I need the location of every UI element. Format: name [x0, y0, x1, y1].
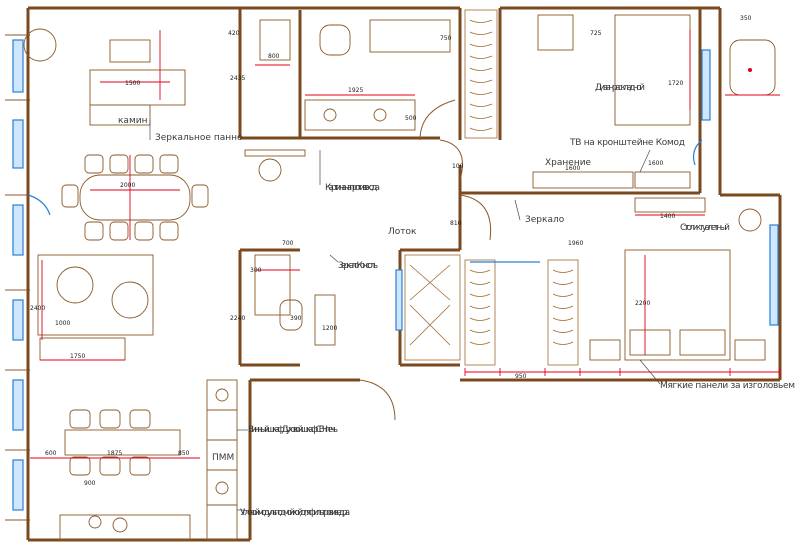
dim-800: 800: [268, 53, 280, 60]
mid-wardrobes: [404, 254, 579, 366]
dim-390: 390: [290, 315, 302, 322]
dim-1750: 1750: [70, 353, 85, 360]
dim-1000: 1000: [55, 320, 70, 327]
label-storage: Хранение: [545, 158, 592, 168]
leader-tv: [639, 149, 651, 173]
label-dishwasher: ПММ: [212, 453, 234, 463]
walls: [26, 6, 782, 542]
bedroom-dim-line: [464, 368, 781, 376]
dining-table: [61, 154, 209, 241]
label-mirror-panel-1: Зеркальное панно: [155, 133, 243, 143]
door-arc-bath: [419, 99, 456, 141]
label-corner-module: Угловой модуль под мойкой для фильтров и…: [240, 508, 350, 518]
label-fireplace: камин: [118, 116, 148, 126]
lounge-area: [37, 254, 154, 361]
hall-toilet: [254, 254, 336, 346]
balcony-door-left: [27, 194, 51, 216]
dim-300: 300: [250, 267, 262, 274]
label-soft-panels: Мягкие панели за изголовьем: [660, 381, 795, 391]
door-arc-top: [439, 139, 463, 181]
bedroom-bed: [589, 197, 766, 361]
tv-chest: [634, 171, 691, 189]
dim-2435: 2435: [230, 75, 245, 82]
right-window-top: [701, 49, 711, 121]
door-right-top: [692, 139, 703, 166]
leader-console: [329, 254, 339, 263]
armchair-top-right: [725, 39, 780, 96]
dim-2000: 2000: [120, 182, 135, 189]
dim-420: 420: [228, 30, 240, 37]
label-oven: Винный шкаф Духовой шкаф СВЧ печь: [248, 425, 338, 435]
dim-1875: 1875: [107, 450, 122, 457]
leader-soft-panels: [639, 359, 661, 385]
dim-1960: 1960: [568, 240, 583, 247]
bathroom: [255, 19, 451, 131]
left-windows: [5, 34, 30, 521]
sofa-bed: [537, 14, 691, 126]
label-picture: Картина напротив входа: [325, 183, 380, 193]
corridor-wardrobe: [464, 9, 498, 139]
label-dressing-table: Столик туалетный: [680, 223, 730, 233]
dim-350: 350: [740, 15, 752, 22]
right-window-bedroom: [769, 224, 779, 326]
label-mirror-console: Зеркало Консоль: [338, 261, 378, 271]
dim-1600b: 1600: [648, 160, 663, 167]
dim-725: 725: [590, 30, 602, 37]
dim-900: 900: [84, 480, 96, 487]
dim-850: 850: [178, 450, 190, 457]
leader-mirror: [514, 199, 521, 221]
dim-810: 810: [450, 220, 462, 227]
storage-unit: [532, 171, 634, 189]
dim-600: 600: [45, 450, 57, 457]
label-tv-bracket: ТВ на кронштейне Комод: [569, 138, 685, 148]
dim-700: 700: [282, 240, 294, 247]
dim-1400: 1400: [660, 213, 675, 220]
door-arc-entry: [359, 379, 396, 421]
door-arc-mid: [459, 194, 492, 241]
ceiling-light-hall: [258, 158, 282, 182]
dim-1720: 1720: [668, 80, 683, 87]
dim-1925: 1925: [348, 87, 363, 94]
inner-window: [395, 269, 403, 331]
dim-2400a: 2400: [30, 305, 45, 312]
label-mirror: Зеркало: [525, 215, 565, 225]
dim-100: 100: [452, 163, 464, 170]
picture-frame: [244, 149, 306, 157]
dim-950: 950: [515, 373, 527, 380]
fireplace-desk-group: [23, 28, 186, 126]
label-tray: Лоток: [388, 227, 417, 237]
dim-1600a: 1600: [565, 165, 580, 172]
dim-2200: 2200: [635, 300, 650, 307]
label-sofa-bed: Диван раскладной: [595, 83, 645, 93]
dim-500: 500: [405, 115, 417, 122]
dim-750: 750: [440, 35, 452, 42]
dim-1500: 1500: [125, 80, 140, 87]
dim-1200: 1200: [322, 325, 337, 332]
dim-2240: 2240: [230, 315, 245, 322]
kitchen-column: [206, 379, 238, 541]
sofa-lower: [30, 409, 200, 541]
